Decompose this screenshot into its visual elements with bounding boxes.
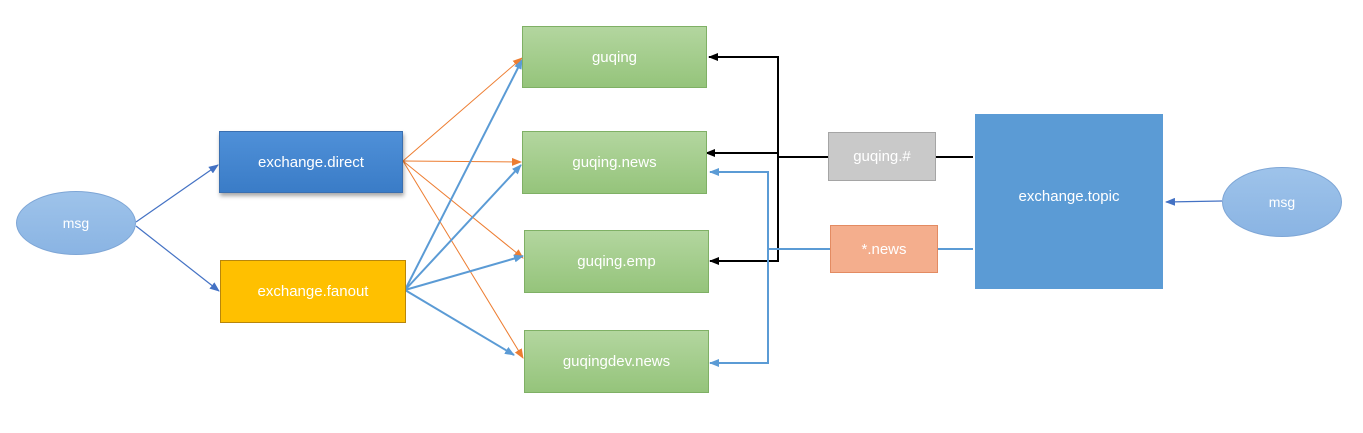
routing-key-news-box: *.news <box>830 225 938 273</box>
msg-producer-right: msg <box>1222 167 1342 237</box>
routing-key-hash-label: guqing.# <box>853 148 911 165</box>
fanout-binding-arrows <box>404 59 524 356</box>
queue-guqing-emp: guqing.emp <box>524 230 709 293</box>
queue-guqingdev-news: guqingdev.news <box>524 330 709 393</box>
exchange-fanout-label: exchange.fanout <box>257 283 369 300</box>
exchange-direct-box: exchange.direct <box>219 131 403 193</box>
routing-key-hash-box: guqing.# <box>828 132 936 181</box>
exchange-direct-label: exchange.direct <box>258 153 364 171</box>
news-binding-arrows <box>709 168 973 367</box>
routing-key-news-label: *.news <box>861 240 907 258</box>
queue-guqingdev-news-label: guqingdev.news <box>562 353 671 370</box>
msg-label: msg <box>1268 194 1296 210</box>
queue-guqing-news-label: guqing.news <box>572 154 657 171</box>
msg-label: msg <box>62 215 90 231</box>
queue-guqing-label: guqing <box>591 48 638 66</box>
queue-guqing: guqing <box>522 26 707 88</box>
exchange-topic-box: exchange.topic <box>975 114 1163 289</box>
hash-binding-arrows <box>705 53 973 265</box>
queue-guqing-news: guqing.news <box>522 131 707 194</box>
queue-guqing-emp-label: guqing.emp <box>577 253 656 270</box>
exchange-topic-label: exchange.topic <box>1018 188 1120 205</box>
direct-binding-arrows <box>402 57 524 359</box>
msg-to-exchanges-arrows <box>135 164 220 292</box>
msg-producer-left: msg <box>16 191 136 255</box>
msg-to-topic-arrow <box>1165 197 1223 206</box>
exchange-fanout-box: exchange.fanout <box>220 260 406 323</box>
